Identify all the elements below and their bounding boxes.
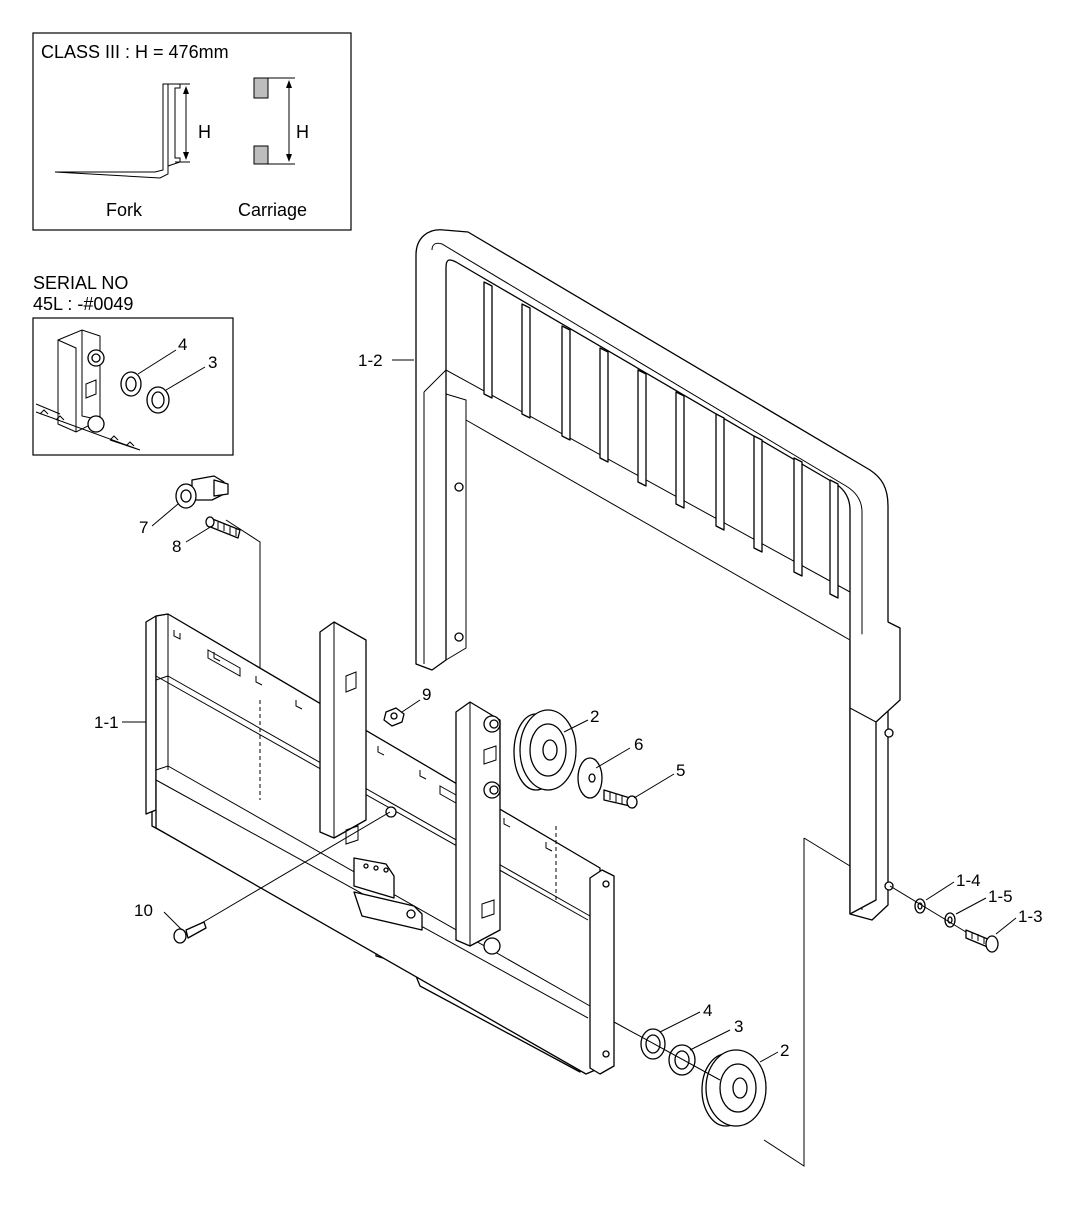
callout-4: 4 (703, 1001, 712, 1020)
callout-5: 5 (676, 761, 685, 780)
serial-inset-line1: SERIAL NO (33, 273, 128, 293)
carriage-label: Carriage (238, 200, 307, 220)
callout-1-1: 1-1 (94, 713, 119, 732)
callout-10: 10 (134, 901, 153, 920)
serial-inset-line2: 45L : -#0049 (33, 294, 133, 314)
part-3-shim-lower (668, 1044, 696, 1076)
callout-9: 9 (422, 685, 431, 704)
serial-callout-3: 3 (208, 353, 217, 372)
callout-2-upper: 2 (590, 707, 599, 726)
fork-h-label: H (198, 122, 211, 142)
part-5-bolt (603, 789, 638, 809)
part-1-3-bolt (965, 929, 999, 953)
part-2-roller-lower (701, 1049, 767, 1127)
part-9-nut (383, 707, 405, 727)
carriage-h-label: H (296, 122, 309, 142)
part-7-shaft (175, 475, 229, 509)
callout-7: 7 (139, 518, 148, 537)
fork-profile-icon (54, 83, 190, 179)
part-10-bolt (173, 811, 391, 944)
callout-1-5: 1-5 (988, 887, 1013, 906)
part-2-roller-upper (513, 709, 577, 791)
carriage-profile-icon (253, 77, 295, 165)
callout-8: 8 (172, 537, 181, 556)
class-inset-title: CLASS III : H = 476mm (41, 42, 229, 62)
callout-labels: 1-2 1-1 7 8 9 2 6 5 10 4 3 2 1-4 1-5 1-3 (94, 351, 1043, 1060)
part-8-screw (205, 516, 241, 539)
callout-3: 3 (734, 1017, 743, 1036)
serial-inset: SERIAL NO 45L : -#0049 4 3 (32, 273, 234, 456)
serial-detail-icon (35, 329, 206, 451)
serial-callout-4: 4 (178, 335, 187, 354)
callout-2-lower: 2 (780, 1041, 789, 1060)
callout-1-3: 1-3 (1018, 907, 1043, 926)
part-4-shim-lower (640, 1028, 666, 1060)
fork-label: Fork (106, 200, 143, 220)
fork-carriage (145, 613, 615, 1075)
callout-1-2: 1-2 (358, 351, 383, 370)
part-6-washer (577, 757, 603, 799)
backrest-bars (483, 281, 839, 599)
load-backrest (415, 229, 901, 921)
callout-leaders (122, 359, 1017, 1063)
callout-1-4: 1-4 (956, 871, 981, 890)
callout-6: 6 (634, 735, 643, 754)
class-inset: CLASS III : H = 476mm H Fork H Carriage (32, 32, 352, 231)
